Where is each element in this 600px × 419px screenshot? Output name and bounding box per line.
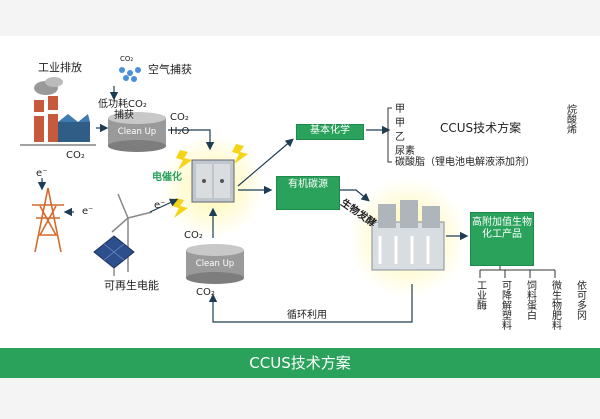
factory-icon (20, 77, 96, 146)
product-bottom-4: 微生物肥料 (549, 280, 561, 330)
product-top-5: 碳酸脂（锂电池电解液添加剂） (395, 157, 535, 168)
clean-up-bottom-label: Clean Up (195, 259, 235, 269)
high-value-box: 高附加值生物化工产品 (470, 212, 534, 266)
product-top-2: 甲 (395, 118, 405, 129)
reactor-icon (191, 159, 235, 203)
product-bottom-1: 工业酶 (474, 280, 486, 310)
co2-in-label: CO₂ (170, 112, 189, 123)
product-bottom-5: 依可多冈 (574, 280, 586, 320)
product-top-1: 甲 (395, 104, 405, 115)
organic-carbon-box: 有机碳源 (276, 176, 340, 210)
solar-panel-icon (93, 235, 135, 276)
h2o-in-label: H₂O (170, 126, 190, 137)
capture-label: 捕获 (114, 110, 134, 121)
renewable-label: 可再生电能 (104, 279, 159, 292)
co2-bubble-label: CO₂ (120, 55, 134, 63)
bioreactor-icon (371, 200, 445, 271)
product-top-4: 尿素 (395, 146, 415, 157)
flow-arrows (37, 86, 469, 323)
clean-up-tank-top (108, 112, 166, 152)
banner-title: CCUS技术方案 (249, 354, 351, 372)
basic-chem-box: 基本化学 (296, 124, 364, 140)
co2-bubbles-icon (119, 67, 141, 82)
electron-right-label: e⁻ (154, 200, 166, 211)
low-energy-label: 低功耗CO₂ (98, 99, 147, 110)
ccus-label: CCUS技术方案 (440, 121, 522, 135)
electrocatalysis-label: 电催化 (152, 172, 182, 183)
product-bottom-2: 可降解塑料 (499, 280, 511, 330)
industrial-emission-label: 工业排放 (38, 61, 82, 74)
product-bottom-3: 饲料蛋白 (524, 280, 536, 320)
caption-banner: CCUS技术方案 (0, 348, 600, 378)
product-top-3: 乙 (395, 132, 405, 143)
co2-factory-label: CO₂ (66, 150, 85, 161)
electron-left-label: e⁻ (36, 168, 48, 179)
recycle-label: 循环利用 (284, 310, 330, 321)
power-tower-icon (32, 187, 64, 253)
clean-up-top-label: Clean Up (117, 127, 157, 137)
right-edge-products: 烷酸烯 (564, 104, 576, 134)
product-brackets (386, 107, 556, 278)
electron-mid-label: e⁻ (82, 206, 94, 217)
wind-turbine-icon (111, 193, 153, 272)
air-capture-label: 空气捕获 (148, 63, 192, 76)
clean-up-tank-bottom (186, 244, 244, 284)
co2-bottom-in-label: CO₂ (184, 230, 203, 241)
co2-bottom-out-label: CO₂ (196, 287, 215, 298)
